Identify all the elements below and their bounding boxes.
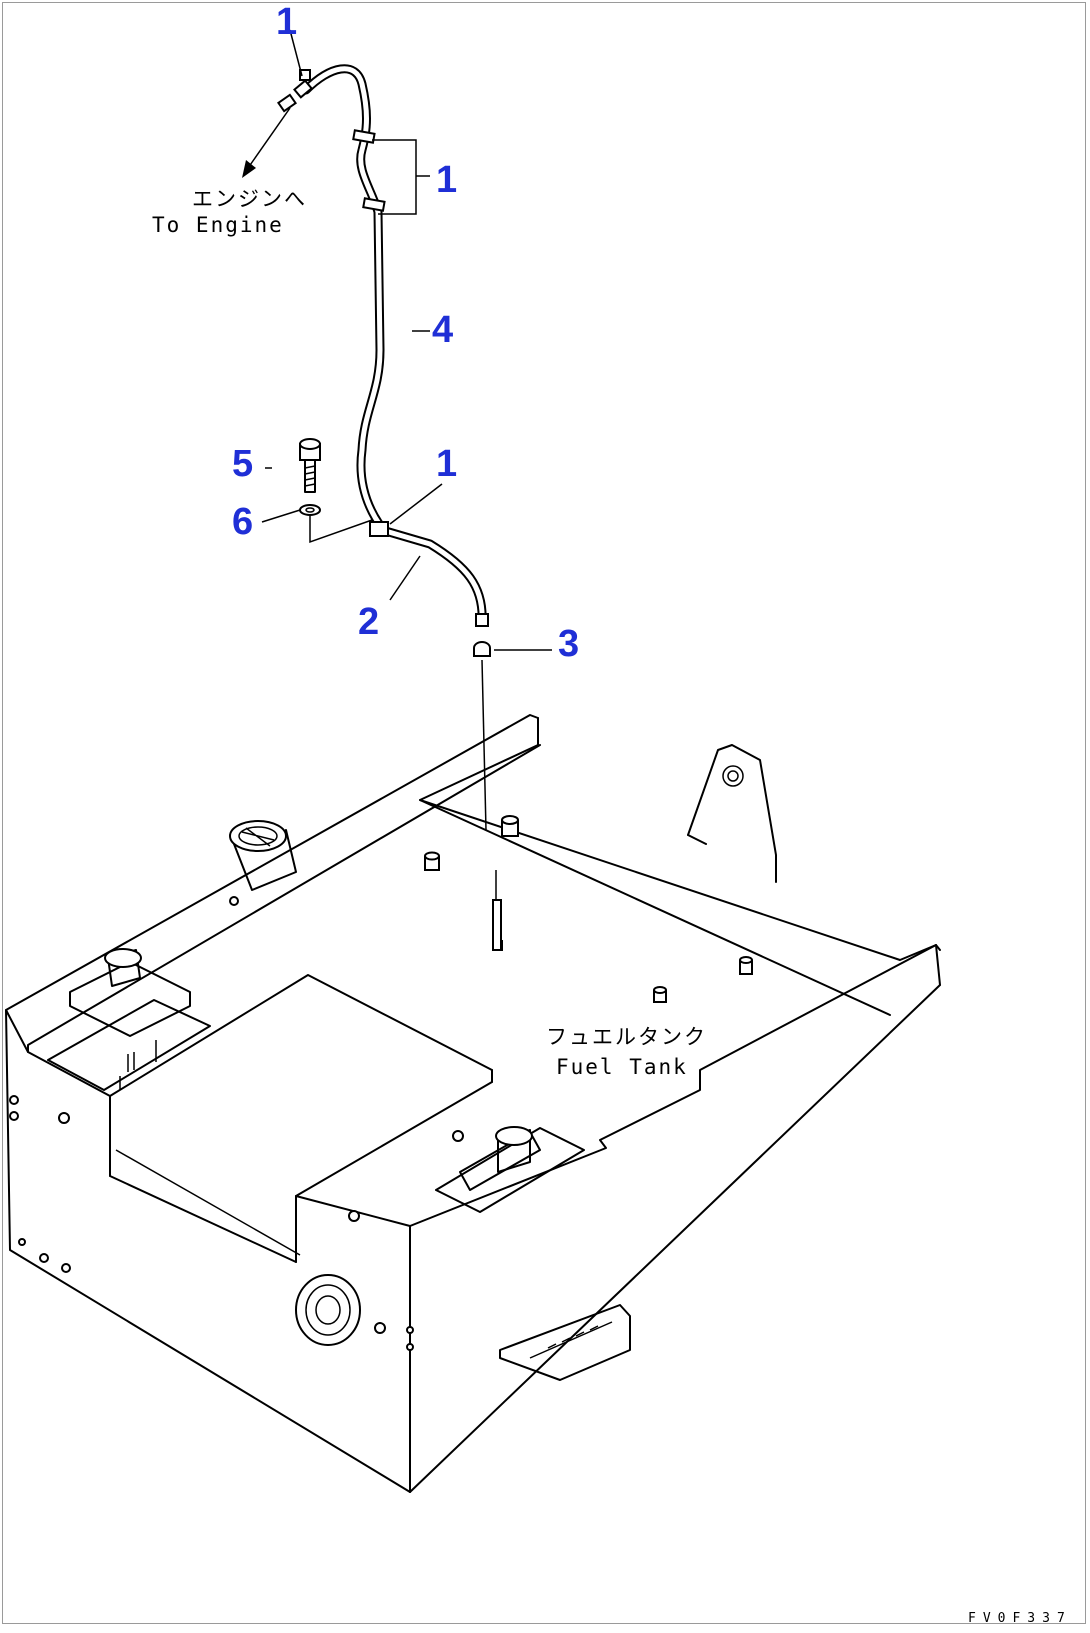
washer-part-6	[299, 504, 321, 516]
hose-assembly	[277, 64, 502, 951]
drain-port	[295, 1274, 361, 1346]
mount-pad-left	[47, 948, 211, 1091]
callout-2: 2	[358, 601, 379, 643]
labels: エンジンへ To Engine フュエルタンク Fuel Tank FV0F33…	[152, 187, 1072, 1626]
step	[499, 1304, 631, 1381]
callout-1-top: 1	[276, 1, 297, 43]
callout-1-bracket: 1	[436, 159, 457, 201]
fuel-tank-label-jp: フュエルタンク	[546, 1025, 707, 1049]
clamp-top	[293, 69, 313, 99]
clamp-lower	[369, 521, 389, 537]
callout-6: 6	[232, 501, 253, 543]
to-engine-label-en: To Engine	[152, 213, 284, 237]
callout-5: 5	[232, 443, 253, 485]
fitting-part-3	[473, 641, 491, 657]
callout-3: 3	[558, 623, 579, 665]
leader-lines	[242, 29, 552, 900]
fuel-tank-label-en: Fuel Tank	[556, 1055, 688, 1079]
to-engine-label-jp: エンジンへ	[192, 187, 307, 211]
drawing-code: FV0F337	[968, 1611, 1072, 1626]
bolt-part-5	[299, 438, 321, 493]
mount-pad-right	[435, 1126, 585, 1213]
clamp-upper-2	[362, 197, 386, 212]
top-bosses	[9, 815, 753, 1351]
callouts: 1 1 4 5 1 6 2 3	[232, 1, 579, 665]
callout-4: 4	[432, 309, 453, 351]
clamp-upper-1	[352, 129, 376, 144]
fuel-tank	[5, 714, 941, 1493]
callout-1-mid: 1	[436, 443, 457, 485]
filler-neck	[229, 820, 297, 891]
